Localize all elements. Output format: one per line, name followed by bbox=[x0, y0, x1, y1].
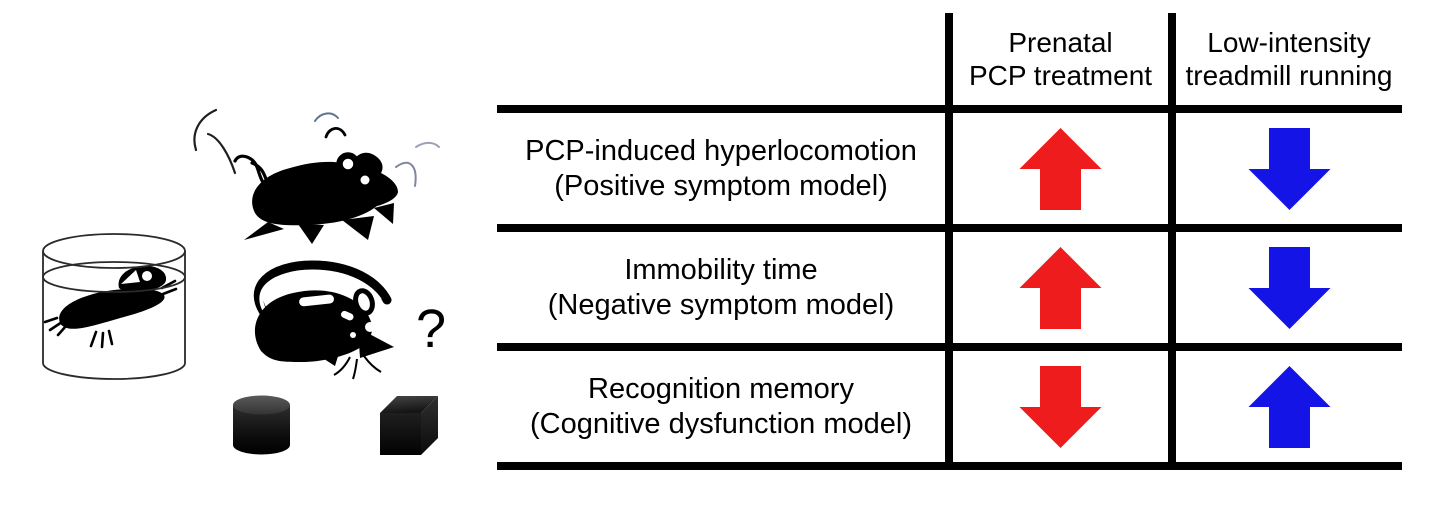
row-divider-3 bbox=[497, 343, 1402, 351]
row-label-sub: (Cognitive dysfunction model) bbox=[529, 407, 912, 440]
cell-row1-prenatal-pcp bbox=[953, 113, 1168, 224]
row-label-hyperlocomotion: PCP-induced hyperlocomotion (Positive sy… bbox=[497, 113, 945, 224]
down-arrow-icon bbox=[1248, 127, 1330, 210]
row-divider-bottom bbox=[497, 462, 1402, 470]
row-label-sub: (Negative symptom model) bbox=[547, 288, 895, 321]
row-divider-top bbox=[497, 105, 1402, 113]
row-label-immobility: Immobility time (Negative symptom model) bbox=[497, 232, 945, 343]
cell-row3-treadmill bbox=[1176, 351, 1402, 462]
column-divider-2 bbox=[1168, 13, 1176, 470]
header-line: Prenatal bbox=[1008, 27, 1113, 58]
running-mouse-icon bbox=[193, 108, 440, 244]
row-label-sub: (Positive symptom model) bbox=[554, 169, 888, 202]
question-mark: ? bbox=[416, 299, 446, 359]
cell-row2-treadmill bbox=[1176, 232, 1402, 343]
cylinder-object-icon bbox=[233, 395, 290, 455]
column-header-treadmill: Low-intensity treadmill running bbox=[1176, 13, 1402, 105]
header-line: Low-intensity bbox=[1207, 27, 1371, 58]
row-divider-2 bbox=[497, 224, 1402, 232]
cell-row3-prenatal-pcp bbox=[953, 351, 1168, 462]
up-arrow-icon bbox=[1019, 246, 1102, 329]
down-arrow-icon bbox=[1248, 246, 1330, 329]
mouse-experiments-illustration: ? bbox=[42, 108, 446, 455]
column-divider-1 bbox=[945, 13, 953, 470]
up-arrow-icon bbox=[1248, 365, 1330, 448]
up-arrow-icon bbox=[1019, 127, 1102, 210]
down-arrow-icon bbox=[1019, 365, 1102, 448]
header-line: treadmill running bbox=[1185, 60, 1393, 91]
sniffing-mouse-icon bbox=[253, 260, 394, 380]
row-label-recognition-memory: Recognition memory (Cognitive dysfunctio… bbox=[497, 351, 945, 462]
row-label-main: Immobility time bbox=[624, 253, 818, 286]
column-header-prenatal-pcp: Prenatal PCP treatment bbox=[953, 13, 1168, 105]
cube-object-icon bbox=[380, 396, 438, 455]
row-label-main: Recognition memory bbox=[588, 372, 854, 405]
swim-test-cylinder-icon bbox=[42, 233, 186, 380]
cell-row2-prenatal-pcp bbox=[953, 232, 1168, 343]
header-line: PCP treatment bbox=[968, 60, 1153, 91]
cell-row1-treadmill bbox=[1176, 113, 1402, 224]
row-label-main: PCP-induced hyperlocomotion bbox=[525, 134, 917, 167]
